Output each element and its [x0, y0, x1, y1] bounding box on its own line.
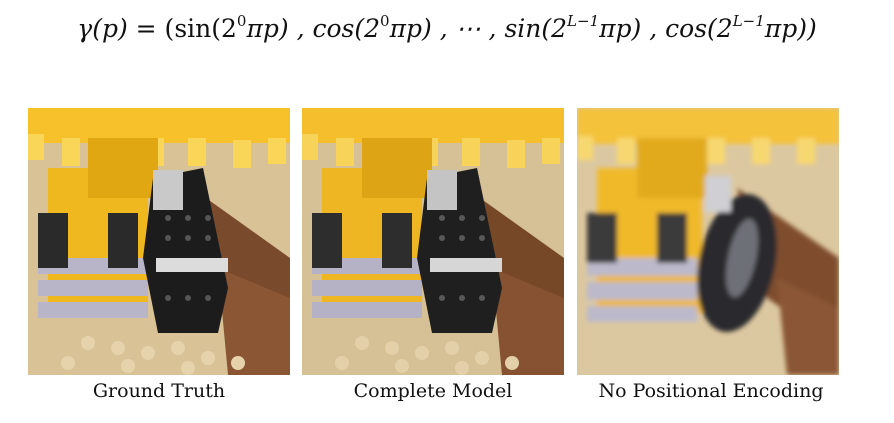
complete-model-image — [302, 108, 564, 375]
ground-truth-image — [28, 108, 290, 375]
lego-bulldozer-ground-truth — [28, 108, 290, 375]
caption-complete-model: Complete Model — [353, 380, 513, 402]
lego-bulldozer-no-positional-encoding — [577, 108, 839, 375]
caption-no-positional-encoding: No Positional Encoding — [598, 380, 824, 402]
caption-ground-truth: Ground Truth — [92, 380, 226, 402]
no-positional-encoding-image — [577, 108, 839, 375]
positional-encoding-equation: γ(p) = (sin(20πp) , cos(20πp) , ⋯ , sin(… — [77, 12, 817, 44]
lego-bulldozer-complete-model — [302, 108, 564, 375]
